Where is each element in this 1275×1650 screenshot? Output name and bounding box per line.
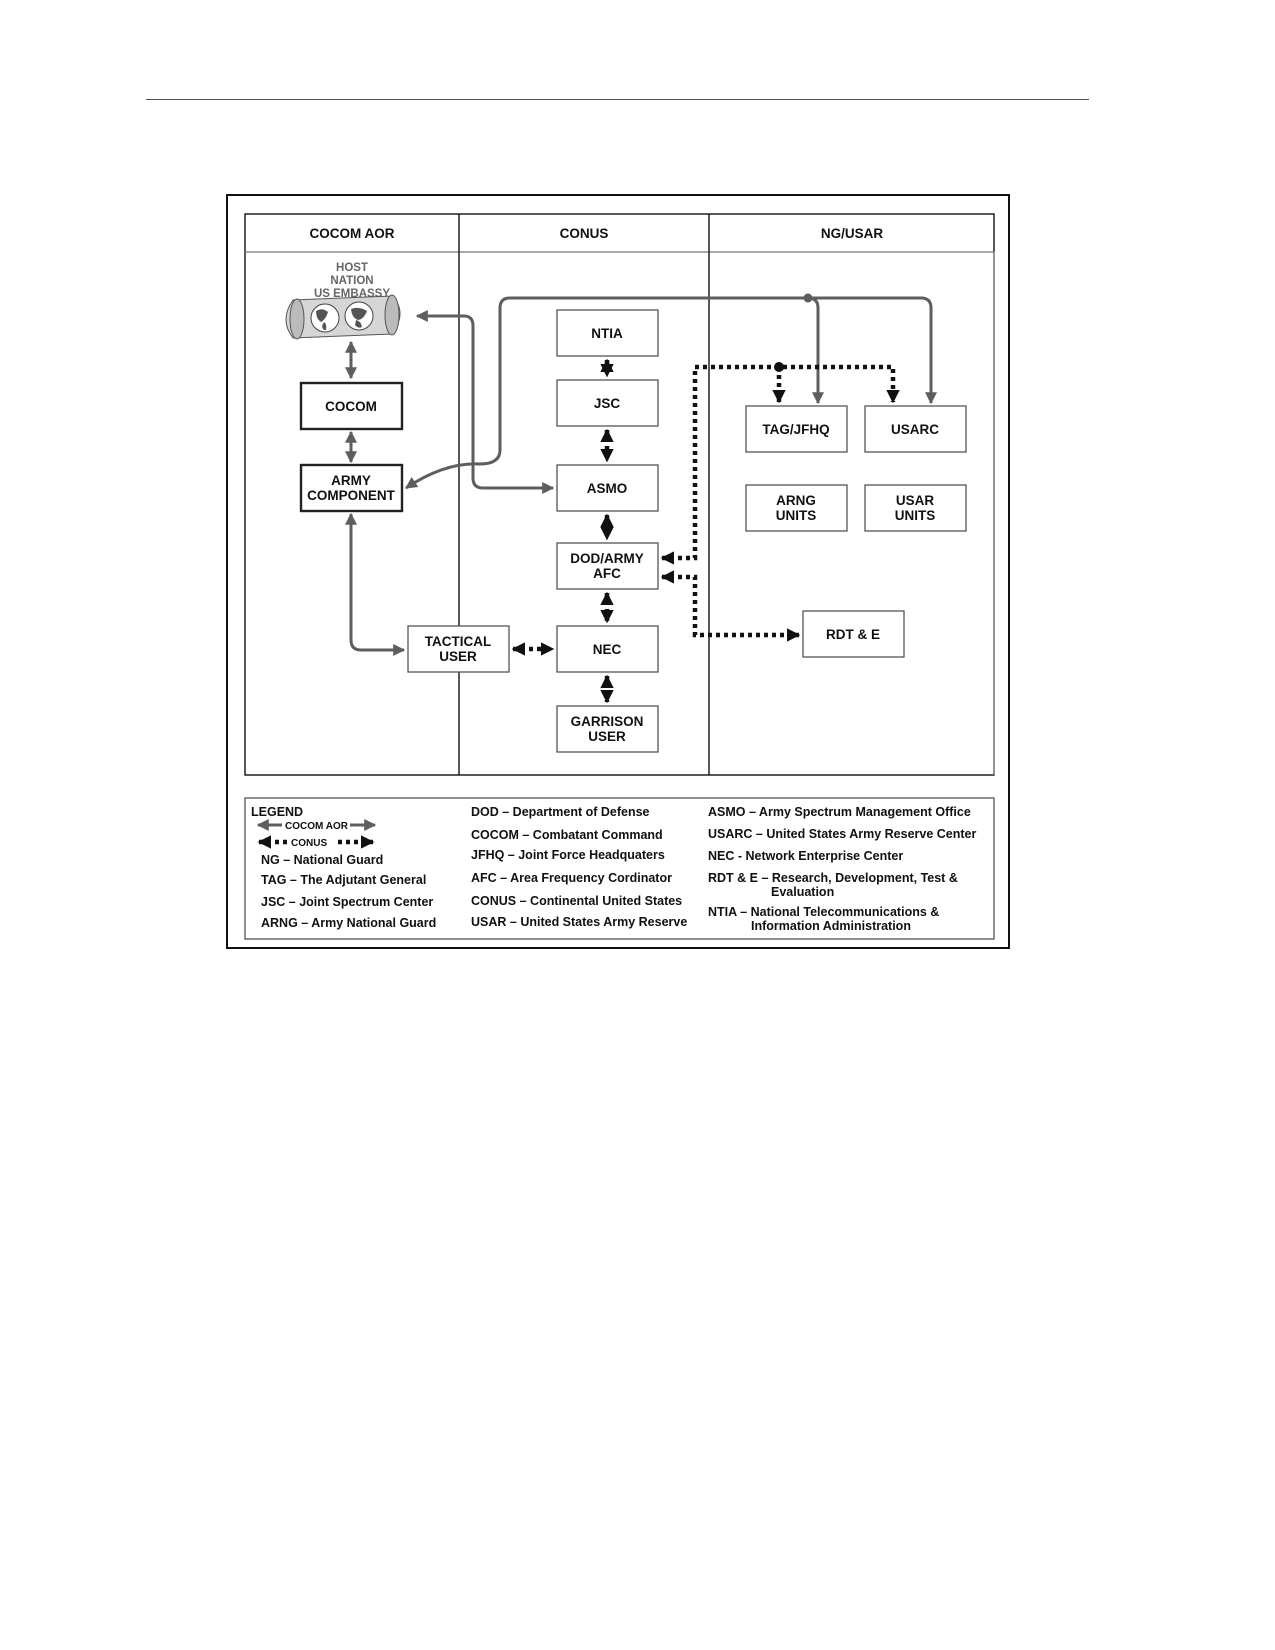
node-army-component-label-1: ARMY — [331, 473, 371, 488]
node-tag-jfhq-label: TAG/JFHQ — [762, 422, 829, 437]
node-army-component: ARMY COMPONENT — [299, 463, 404, 513]
node-ntia-label: NTIA — [591, 326, 623, 341]
connector-afc-ng-usar — [660, 364, 900, 565]
legend-entry-conus: CONUS – Continental United States — [471, 894, 682, 908]
node-army-component-label-2: COMPONENT — [307, 488, 396, 503]
node-rdte: RDT & E — [802, 610, 905, 658]
connector-army-tactical — [345, 512, 406, 656]
legend-key-cocom-aor-label: COCOM AOR — [285, 821, 349, 832]
legend-entry-afc: AFC – Area Frequency Cordinator — [471, 871, 672, 885]
node-tactical-user-label-2: USER — [439, 649, 477, 664]
legend-entry-arng: ARNG – Army National Guard — [261, 916, 436, 930]
node-jsc-label: JSC — [594, 396, 621, 411]
legend-entry-ntia: NTIA – National Telecommunications & — [708, 905, 939, 919]
legend-entry-usar: USAR – United States Army Reserve — [471, 915, 687, 929]
node-tag-jfhq: TAG/JFHQ — [745, 405, 848, 453]
page-top-rule — [146, 99, 1089, 100]
column-header-conus: CONUS — [560, 226, 609, 241]
legend-entry-dod: DOD – Department of Defense — [471, 805, 650, 819]
world-map-scroll-icon — [285, 294, 401, 340]
node-asmo: ASMO — [556, 464, 659, 512]
column-header-ng-usar: NG/USAR — [821, 226, 884, 241]
node-usarc-label: USARC — [891, 422, 939, 437]
node-tactical-user: TACTICAL USER — [407, 625, 510, 673]
legend-entry-jsc: JSC – Joint Spectrum Center — [261, 895, 433, 909]
connector-branch-tag-jfhq — [807, 296, 824, 405]
node-rdte-label: RDT & E — [826, 627, 880, 642]
node-tactical-user-label-1: TACTICAL — [425, 634, 492, 649]
node-dod-army-afc-label-1: DOD/ARMY — [570, 551, 644, 566]
legend-entry-ng: NG – National Guard — [261, 853, 383, 867]
node-usar-units: USAR UNITS — [864, 484, 967, 532]
host-nation-line-1: HOST — [336, 262, 368, 274]
host-nation-label: HOST NATION US EMBASSY — [314, 262, 390, 300]
junction-dot-solid — [803, 293, 813, 303]
node-garrison-user-label-1: GARRISON — [571, 714, 644, 729]
node-arng-units-label-1: ARNG — [776, 493, 816, 508]
node-jsc: JSC — [556, 379, 659, 427]
node-dod-army-afc-label-2: AFC — [593, 566, 621, 581]
figure-frame — [226, 194, 1010, 949]
host-nation-line-2: NATION — [330, 275, 373, 287]
node-asmo-label: ASMO — [587, 481, 628, 496]
column-header-cocom-aor: COCOM AOR — [310, 226, 395, 241]
node-ntia: NTIA — [556, 309, 659, 357]
node-cocom: COCOM — [299, 381, 404, 431]
node-dod-army-afc: DOD/ARMY AFC — [556, 542, 659, 590]
node-garrison-user-label-2: USER — [588, 729, 626, 744]
legend-key-conus: CONUS — [257, 835, 375, 849]
legend-key-cocom-aor: COCOM AOR — [256, 819, 377, 832]
legend-entry-usarc: USARC – United States Army Reserve Cente… — [708, 827, 977, 841]
legend-entry-jfhq: JFHQ – Joint Force Headquaters — [471, 848, 665, 862]
legend-entry-rdte: RDT & E – Research, Development, Test & — [708, 871, 958, 885]
legend-entry-nec: NEC - Network Enterprise Center — [708, 849, 903, 863]
legend-key-conus-label: CONUS — [291, 838, 327, 849]
node-arng-units-label-2: UNITS — [776, 508, 817, 523]
node-usar-units-label-2: UNITS — [895, 508, 936, 523]
legend-box — [244, 797, 995, 940]
node-garrison-user: GARRISON USER — [556, 705, 659, 753]
legend-entry-cocom: COCOM – Combatant Command — [471, 828, 663, 842]
legend-entry-tag: TAG – The Adjutant General — [261, 873, 426, 887]
legend-title: LEGEND — [251, 805, 303, 819]
legend-entry-asmo: ASMO – Army Spectrum Management Office — [708, 805, 971, 819]
connector-afc-rdte — [660, 570, 801, 642]
node-cocom-label: COCOM — [325, 399, 377, 414]
node-arng-units: ARNG UNITS — [745, 484, 848, 532]
connector-army-ng-usar — [405, 296, 937, 490]
legend-entry-ntia-cont: Information Administration — [751, 919, 911, 933]
node-usarc: USARC — [864, 405, 967, 453]
node-nec-label: NEC — [593, 642, 622, 657]
junction-dot-dotted — [774, 362, 784, 372]
legend-entry-rdte-cont: Evaluation — [771, 885, 834, 899]
node-usar-units-label-1: USAR — [896, 493, 935, 508]
node-nec: NEC — [556, 625, 659, 673]
connector-host-asmo — [415, 310, 555, 494]
